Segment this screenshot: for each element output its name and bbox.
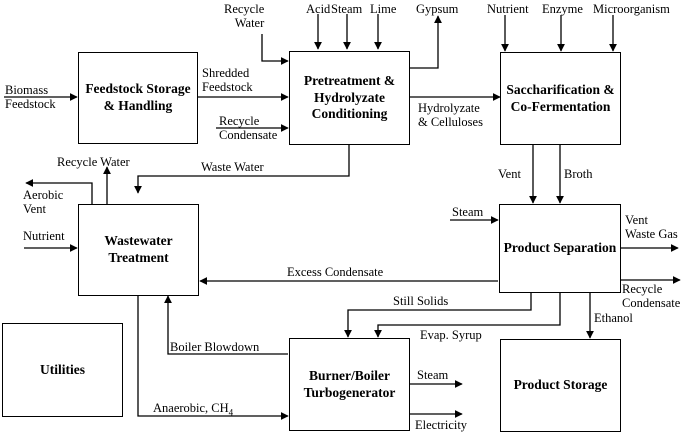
pretreatment-box-label: Pretreatment & Hydrolyzate Conditioning	[303, 72, 396, 122]
arrow-recycle-water-top	[261, 34, 289, 65]
label-recycle-water-top: Recycle Water	[224, 2, 265, 31]
product-separation-box-label: Product Separation	[503, 240, 617, 256]
arrow-waste-water	[134, 145, 350, 194]
label-vent-waste-gas: Vent Waste Gas	[625, 213, 678, 242]
label-acid: Acid	[306, 2, 331, 16]
arrow-aerobic-vent	[25, 179, 93, 204]
feedstock-box: Feedstock Storage & Handling	[78, 52, 198, 144]
arrow-boiler-blowdown	[164, 295, 288, 355]
burner-box-label: Burner/Boiler Turbogenerator	[303, 367, 396, 400]
label-recycle-condensate-in: Recycle Condensate	[219, 114, 278, 143]
label-shredded-feedstock: Shredded Feedstock	[202, 66, 253, 95]
label-gypsum: Gypsum	[416, 2, 459, 16]
label-nutrient-ww: Nutrient	[23, 229, 65, 243]
label-microorganism: Microorganism	[593, 2, 670, 16]
label-nutrient-top: Nutrient	[487, 2, 529, 16]
product-separation-box: Product Separation	[499, 204, 621, 293]
label-electricity: Electricity	[415, 418, 468, 432]
saccharification-box: Saccharification & Co-Fermentation	[500, 52, 621, 145]
label-steam-top: Steam	[331, 2, 363, 16]
arrow-still-solids	[344, 293, 532, 338]
label-boiler-blowdown: Boiler Blowdown	[170, 340, 260, 354]
label-hydrolyzate: Hydrolyzate & Celluloses	[418, 101, 483, 130]
wastewater-box: Wastewater Treatment	[78, 204, 199, 296]
label-steam-ps: Steam	[452, 205, 484, 219]
label-recycle-water-ww: Recycle Water	[57, 155, 130, 169]
product-storage-box: Product Storage	[500, 339, 621, 432]
label-ethanol: Ethanol	[594, 311, 633, 325]
label-broth: Broth	[564, 167, 593, 181]
label-steam-out: Steam	[417, 368, 449, 382]
feedstock-box-label: Feedstock Storage & Handling	[85, 81, 191, 113]
label-aerobic-vent: Aerobic Vent	[23, 188, 64, 217]
arrow-evap-syrup	[374, 293, 561, 338]
label-still-solids: Still Solids	[393, 294, 449, 308]
product-storage-box-label: Product Storage	[513, 377, 608, 393]
saccharification-box-label: Saccharification & Co-Fermentation	[506, 81, 615, 114]
label-recycle-condensate-out: Recycle Condensate	[622, 282, 681, 311]
label-enzyme: Enzyme	[542, 2, 583, 16]
label-anaerobic-text: Anaerobic, CH	[153, 401, 229, 415]
utilities-box: Utilities	[2, 323, 123, 417]
label-anaerobic-subscript: 4	[228, 407, 234, 418]
arrow-anaerobic	[137, 296, 289, 420]
burner-box: Burner/Boiler Turbogenerator	[289, 338, 410, 431]
arrow-gypsum	[410, 15, 442, 69]
label-evap-syrup: Evap. Syrup	[420, 328, 482, 342]
label-biomass-feedstock: Biomass Feedstock	[5, 83, 56, 112]
label-anaerobic: Anaerobic, CH4	[153, 401, 233, 418]
wastewater-box-label: Wastewater Treatment	[104, 233, 173, 265]
label-excess-condensate: Excess Condensate	[287, 265, 384, 279]
label-vent: Vent	[498, 167, 521, 181]
label-lime: Lime	[370, 2, 397, 16]
utilities-box-label: Utilities	[40, 361, 85, 377]
pretreatment-box: Pretreatment & Hydrolyzate Conditioning	[289, 51, 410, 145]
label-waste-water: Waste Water	[201, 160, 264, 174]
